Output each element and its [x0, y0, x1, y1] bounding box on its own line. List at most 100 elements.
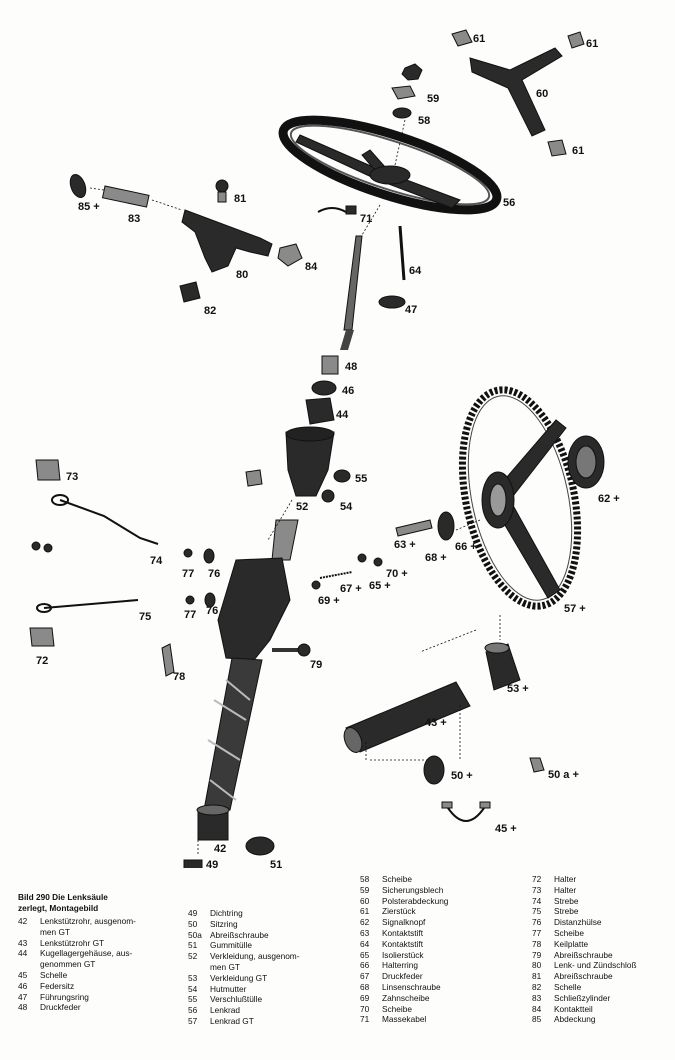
- part-spring-48-46-44: [305, 355, 339, 425]
- legend-num: 44: [18, 948, 28, 959]
- legend-num: 81: [532, 971, 542, 982]
- legend-num: 42: [18, 916, 28, 926]
- legend-text: Abdeckung: [554, 1014, 596, 1025]
- legend-num: 70: [360, 1003, 370, 1014]
- callout-85: 85 +: [78, 201, 100, 213]
- callout-61c: 61: [572, 145, 584, 157]
- legend-text: Druckfeder: [382, 971, 423, 982]
- legend-num: 82: [532, 981, 542, 992]
- legend-num: 85: [532, 1014, 542, 1025]
- callout-76b: 76: [206, 605, 218, 617]
- part-horn-button-62: [567, 435, 605, 489]
- legend-text: Strebe: [554, 895, 579, 906]
- legend-text: Führungsring: [40, 991, 89, 1002]
- legend-text: Dichtring: [210, 908, 243, 918]
- part-clamp-45: [441, 801, 491, 822]
- legend-num: 54: [188, 983, 198, 994]
- callout-65: 65 +: [369, 580, 391, 592]
- legend-num: 59: [360, 884, 370, 895]
- part-cover-52: [245, 426, 351, 503]
- legend-num: 80: [532, 960, 542, 971]
- legend-num: 77: [532, 927, 542, 938]
- legend-text-cont: men GT: [40, 926, 70, 937]
- part-horn-contacts-63-70: [311, 511, 481, 590]
- legend-text: Lenkrad GT: [210, 1015, 254, 1026]
- legend-text: Zahnscheibe: [382, 992, 430, 1003]
- legend-num: 60: [360, 895, 370, 906]
- legend-text: Abreißschraube: [210, 929, 269, 940]
- legend-caption-line-1: Bild 290 Die Lenksäule: [18, 892, 108, 902]
- callout-83: 83: [128, 213, 140, 225]
- legend-num: 78: [532, 938, 542, 949]
- parts-legend: Bild 290 Die Lenksäule zerlegt, Montageb…: [0, 868, 675, 1060]
- legend-text: Scheibe: [382, 874, 412, 884]
- legend-text: Lenkstützrohr GT: [40, 937, 105, 948]
- part-column-tube-42: [196, 519, 299, 841]
- callout-77b: 77: [184, 609, 196, 621]
- legend-text: Polsterabdeckung: [382, 895, 449, 906]
- legend-num: 51: [188, 940, 198, 951]
- legend-text: Scheibe: [554, 927, 584, 938]
- legend-num: 58: [360, 874, 370, 884]
- assembly-leaders: [267, 204, 501, 653]
- legend-num: 71: [360, 1014, 370, 1025]
- legend-text: Hutmutter: [210, 983, 247, 994]
- legend-num: 55: [188, 994, 198, 1005]
- part-steering-shaft: [340, 235, 363, 350]
- part-strut-74: [31, 494, 215, 564]
- legend-text: Verkleidung GT: [210, 972, 268, 983]
- legend-num: 50a: [188, 929, 202, 940]
- legend-text: Strebe: [554, 906, 579, 917]
- legend-num: 52: [188, 951, 198, 962]
- part-steering-wheel-56: [278, 115, 502, 215]
- legend-text: Sicherungsblech: [382, 884, 444, 895]
- legend-num: 68: [360, 981, 370, 992]
- part-bracket-73-72: [29, 459, 61, 647]
- callout-50a: 50 a +: [548, 769, 579, 781]
- callout-49: 49: [206, 859, 218, 868]
- legend-row: 42 Lenkstützrohr, ausgenom-: [18, 916, 136, 927]
- part-cover-gt-53: [484, 642, 521, 691]
- legend-text: Lenkstützrohr, ausgenom-: [40, 916, 136, 926]
- legend-num: 74: [532, 895, 542, 906]
- legend-text: Halter: [554, 874, 577, 884]
- part-grommet-51-49: [183, 836, 275, 868]
- legend-caption-block: Bild 290 Die Lenksäule zerlegt, Montageb…: [18, 892, 108, 914]
- legend-num: 46: [18, 980, 28, 991]
- legend-text: Halterring: [382, 960, 418, 971]
- legend-text-cont: genommen GT: [40, 959, 96, 970]
- legend-text: Verkleidung, ausgenom-: [210, 951, 300, 962]
- legend-num: 53: [188, 972, 198, 983]
- callout-42: 42: [214, 843, 226, 855]
- callout-64: 64: [409, 265, 422, 277]
- legend-row: 74 Strebe: [532, 896, 637, 907]
- callout-69: 69 +: [318, 595, 340, 607]
- callout-77a: 77: [182, 568, 194, 580]
- part-tube-gt-43: [343, 681, 471, 761]
- legend-row: 60 Polsterabdeckung: [360, 896, 448, 907]
